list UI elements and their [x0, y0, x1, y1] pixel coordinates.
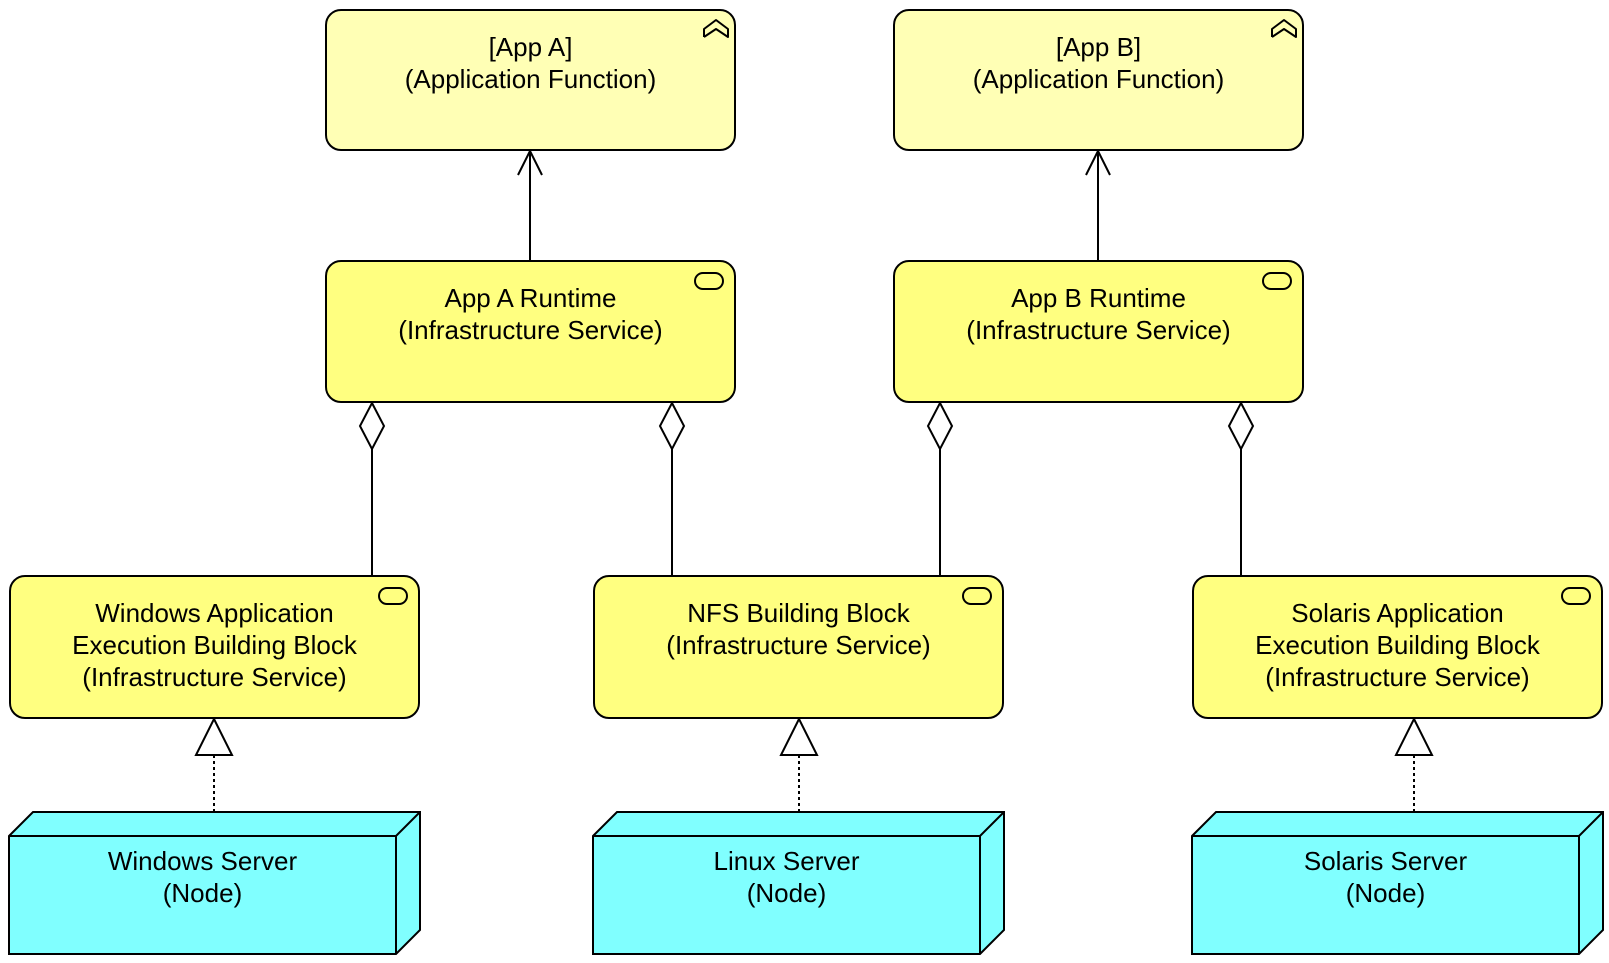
service-pill-icon: [378, 587, 408, 605]
app-b-runtime[interactable]: App B Runtime (Infrastructure Service): [893, 260, 1304, 403]
realization-linux: [779, 716, 819, 812]
aggregation-app-b-solaris: [1227, 400, 1255, 575]
windows-building-block[interactable]: Windows Application Execution Building B…: [9, 575, 420, 719]
realization-solaris: [1394, 716, 1434, 812]
linux-server-node[interactable]: Linux Server (Node): [713, 846, 860, 908]
linux-server-node-shape: [592, 811, 1005, 955]
service-pill-icon: [1262, 272, 1292, 290]
service-pill-icon: [962, 587, 992, 605]
nfs-building-block[interactable]: NFS Building Block (Infrastructure Servi…: [593, 575, 1004, 719]
solaris-server-node-shape: [1191, 811, 1604, 955]
app-a-function-label: [App A] (Application Function): [404, 32, 657, 94]
app-a-runtime[interactable]: App A Runtime (Infrastructure Service): [325, 260, 736, 403]
realization-windows: [194, 716, 234, 812]
solaris-building-block[interactable]: Solaris Application Execution Building B…: [1192, 575, 1603, 719]
aggregation-app-b-nfs: [926, 400, 954, 575]
serving-arrow-app-a: [517, 148, 543, 260]
solaris-building-block-label: Solaris Application Execution Building B…: [1255, 598, 1540, 692]
app-a-function[interactable]: [App A] (Application Function): [325, 9, 736, 151]
windows-building-block-label: Windows Application Execution Building B…: [72, 598, 357, 692]
aggregation-app-a-windows: [358, 400, 386, 575]
function-chevron-icon: [1271, 19, 1297, 38]
windows-server-node[interactable]: Windows Server (Node): [107, 846, 298, 908]
aggregation-app-a-nfs: [658, 400, 686, 575]
app-a-runtime-label: App A Runtime (Infrastructure Service): [398, 283, 663, 345]
nfs-building-block-label: NFS Building Block (Infrastructure Servi…: [666, 598, 931, 660]
windows-server-node-shape: [8, 811, 421, 955]
service-pill-icon: [694, 272, 724, 290]
service-pill-icon: [1561, 587, 1591, 605]
serving-arrow-app-b: [1085, 148, 1111, 260]
app-b-runtime-label: App B Runtime (Infrastructure Service): [966, 283, 1231, 345]
app-b-function-label: [App B] (Application Function): [972, 32, 1225, 94]
app-b-function[interactable]: [App B] (Application Function): [893, 9, 1304, 151]
function-chevron-icon: [703, 19, 729, 38]
solaris-server-node[interactable]: Solaris Server (Node): [1303, 846, 1468, 908]
